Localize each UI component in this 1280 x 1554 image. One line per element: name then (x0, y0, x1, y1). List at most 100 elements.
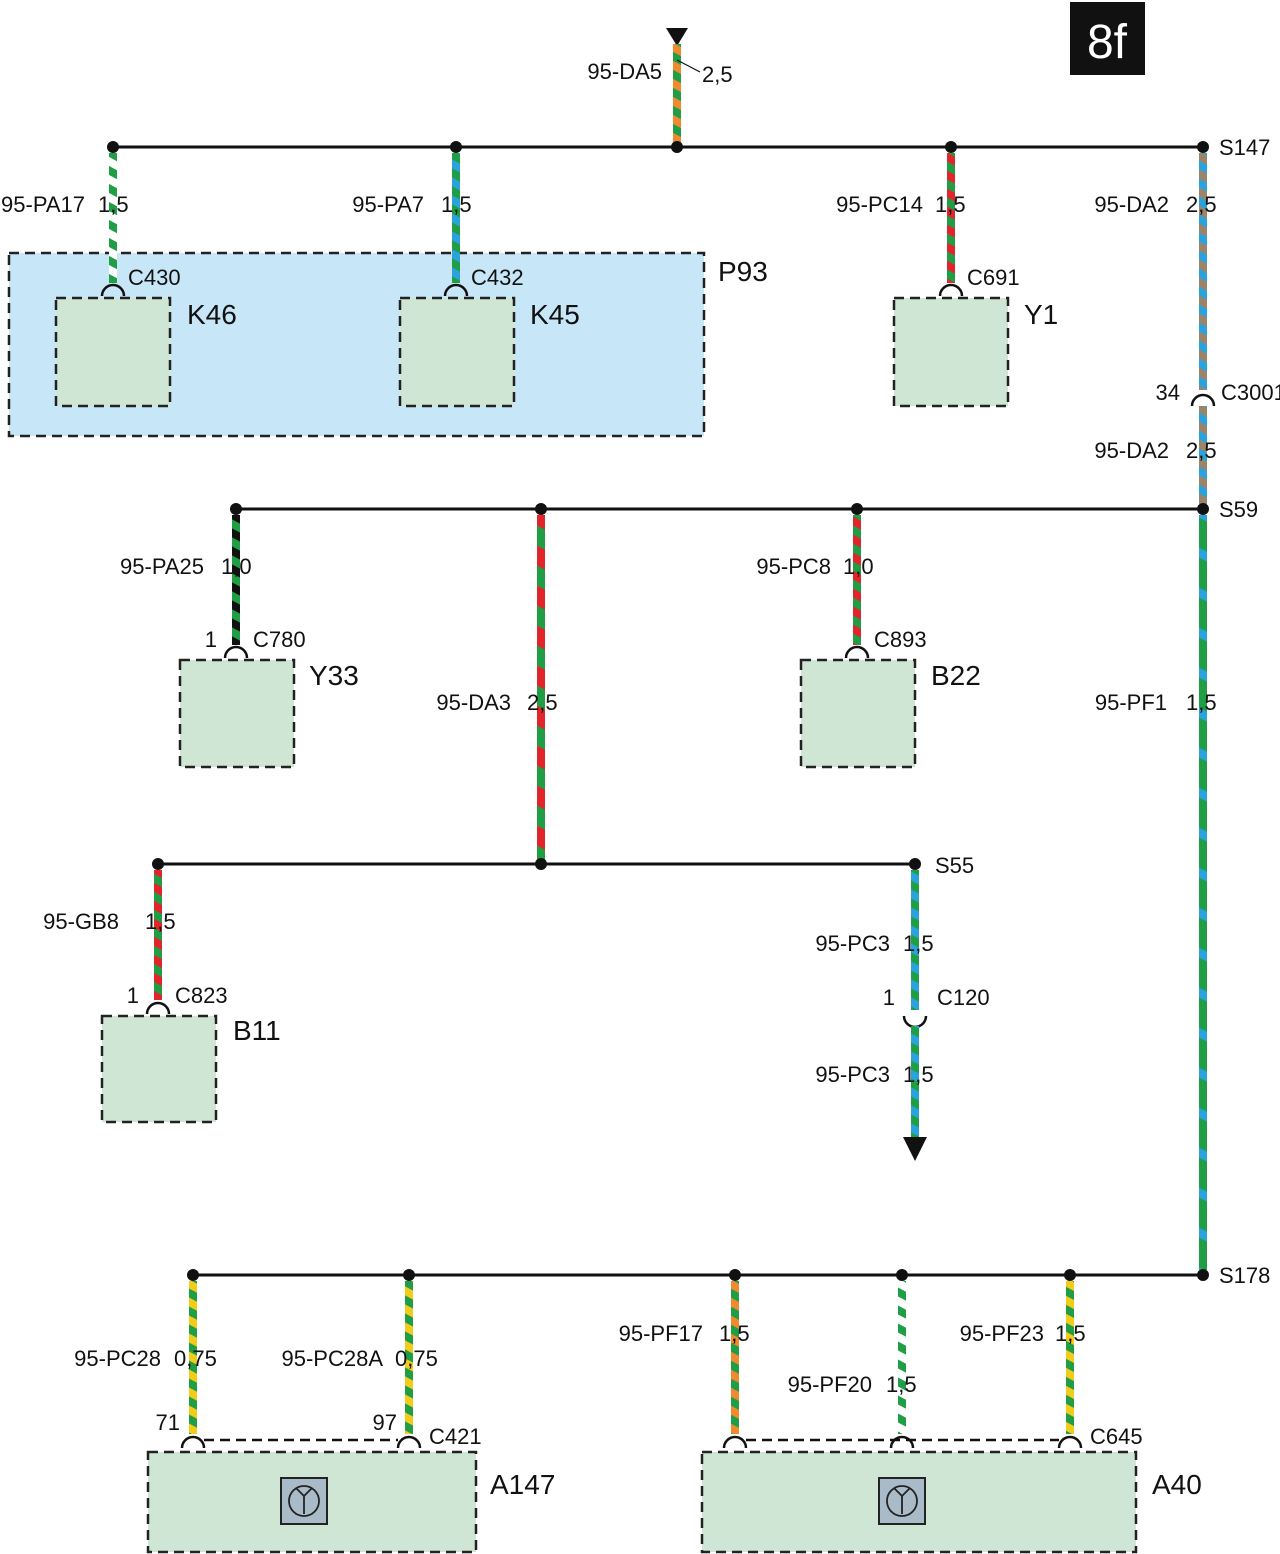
module-b22 (799, 658, 917, 769)
da5-size-leader (676, 59, 701, 73)
connector-label-c780: C780 (253, 627, 306, 652)
splice-s147 (1197, 141, 1209, 153)
connector-pin-c780: 1 (205, 627, 217, 652)
wire-95-pc28 (189, 1281, 197, 1434)
wire-size-da2-top: 2,5 (1186, 192, 1217, 217)
connector-label-c893: C893 (874, 627, 927, 652)
wire-size-pf23: 1,5 (1055, 1321, 1086, 1346)
wire-95-pc3-bottom (911, 1026, 919, 1138)
wire-label-pa25: 95-PA25 (120, 554, 204, 579)
wire-size-da2-bottom: 2,5 (1186, 438, 1217, 463)
wire-label-pf17: 95-PF17 (619, 1321, 703, 1346)
connector-c780 (223, 645, 249, 659)
wire-size-da3: 2,5 (527, 690, 558, 715)
wire-95-da2-bottom (1199, 406, 1207, 504)
splice-label-s55: S55 (935, 853, 974, 878)
wire-95-pf1 (1199, 515, 1207, 1270)
wire-size-pf1: 1,5 (1186, 690, 1217, 715)
junction-pa7 (450, 141, 462, 153)
wire-95-pc28a (405, 1281, 413, 1434)
wire-95-pc3-top (911, 870, 919, 1010)
connector-label-c430: C430 (128, 265, 181, 290)
wire-size-pa7: 1,5 (441, 192, 472, 217)
splice-label-s178: S178 (1219, 1263, 1270, 1288)
wire-label-pc28a: 95-PC28A (281, 1346, 383, 1371)
wire-95-da2-top (1199, 153, 1207, 390)
connector-c430 (100, 283, 126, 297)
wire-label-pc8: 95-PC8 (756, 554, 831, 579)
connector-c691 (938, 283, 964, 297)
component-label-b22: B22 (931, 660, 981, 691)
wire-label-pc3-top: 95-PC3 (815, 931, 890, 956)
module-k45 (398, 296, 516, 408)
wire-label-pa7: 95-PA7 (352, 192, 424, 217)
module-k46 (54, 296, 172, 408)
page-badge: 8f (1070, 2, 1145, 75)
junction-da5 (671, 141, 683, 153)
wire-label-da2-bottom: 95-DA2 (1094, 438, 1169, 463)
wire-size-pa17: 1,5 (98, 192, 129, 217)
splice-label-s59: S59 (1219, 497, 1258, 522)
splice-s178 (1197, 1269, 1209, 1281)
junction-pa17 (107, 141, 119, 153)
wire-label-pc28: 95-PC28 (74, 1346, 161, 1371)
connector-c421-pin-97 (396, 1435, 422, 1449)
module-b11 (100, 1014, 218, 1124)
feed-arrow-icon (666, 28, 688, 46)
connector-pin-c3001: 34 (1156, 380, 1180, 405)
connector-label-c432: C432 (471, 265, 524, 290)
connector-label-c823: C823 (175, 983, 228, 1008)
component-label-y33: Y33 (309, 660, 359, 691)
wire-label-pc3-bottom: 95-PC3 (815, 1062, 890, 1087)
connector-c432 (443, 283, 469, 297)
wire-label-pf20: 95-PF20 (788, 1372, 872, 1397)
junction-pc14 (945, 141, 957, 153)
wire-95-pa7 (452, 153, 460, 283)
wire-size-pc28: 0,75 (174, 1346, 217, 1371)
wire-95-da3 (537, 515, 545, 865)
wire-label-pa17: 95-PA17 (1, 192, 85, 217)
transistor-icon (280, 1477, 328, 1525)
wire-95-gb8 (154, 870, 162, 1000)
splice-s55 (909, 858, 921, 870)
connector-c823 (145, 1001, 171, 1015)
connector-pin-c120: 1 (883, 985, 895, 1010)
connector-c120 (902, 1015, 928, 1029)
wire-size-da5: 2,5 (702, 62, 733, 87)
wire-size-pf17: 1,5 (719, 1321, 750, 1346)
wire-95-pa25 (232, 515, 240, 645)
wire-95-da5 (673, 44, 681, 147)
wire-size-pc28a: 0,75 (395, 1346, 438, 1371)
wire-label-gb8: 95-GB8 (43, 909, 119, 934)
connector-label-c645: C645 (1090, 1424, 1143, 1449)
wire-label-da2-top: 95-DA2 (1094, 192, 1169, 217)
connector-c421-pin-71 (180, 1435, 206, 1449)
module-y1 (892, 296, 1010, 408)
wire-95-pf17 (731, 1281, 739, 1434)
splice-label-s147: S147 (1219, 135, 1270, 160)
continuation-arrow-icon (903, 1137, 927, 1161)
wire-size-pc3-top: 1,5 (903, 931, 934, 956)
wire-size-gb8: 1,5 (145, 909, 176, 934)
connector-label-c421: C421 (429, 1424, 482, 1449)
wire-95-pc14 (947, 153, 955, 283)
junction-pc8 (851, 503, 863, 515)
junction-pc28 (187, 1269, 199, 1281)
wire-size-pc8: 1,0 (843, 554, 874, 579)
wire-label-pf23: 95-PF23 (960, 1321, 1044, 1346)
wire-label-pf1: 95-PF1 (1095, 690, 1167, 715)
connector-label-c3001: C3001 (1221, 380, 1280, 405)
connector-c893 (844, 645, 870, 659)
wire-95-pf20 (898, 1281, 906, 1434)
wire-size-pc3-bottom: 1,5 (903, 1062, 934, 1087)
wire-95-pf23 (1066, 1281, 1074, 1434)
component-label-a147: A147 (490, 1469, 555, 1500)
component-label-a40: A40 (1152, 1469, 1202, 1500)
wire-95-pa17 (109, 153, 117, 283)
component-label-k46: K46 (187, 299, 237, 330)
connector-c645-pin-pf17 (722, 1435, 748, 1449)
junction-pc28a (403, 1269, 415, 1281)
wire-label-da3: 95-DA3 (436, 690, 511, 715)
wire-95-pc8 (853, 515, 861, 645)
